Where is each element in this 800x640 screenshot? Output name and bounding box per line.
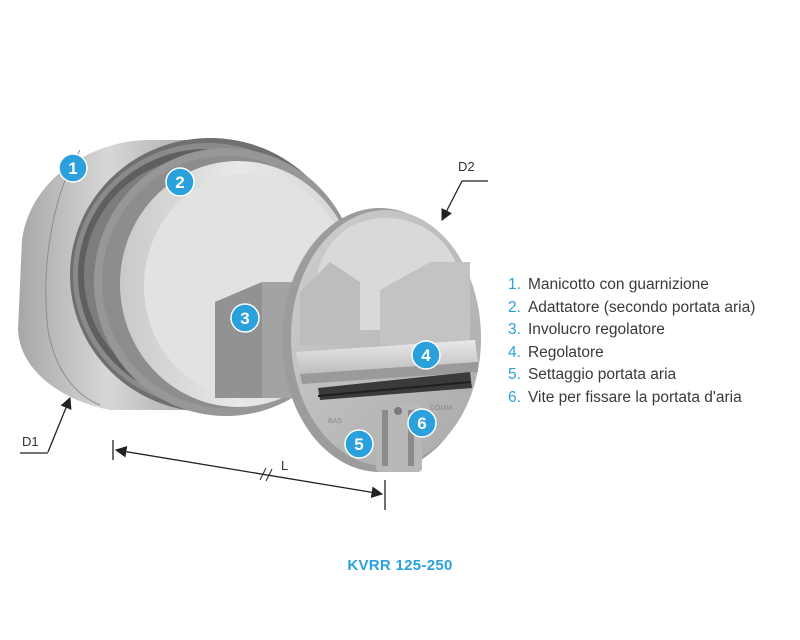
legend-text: Settaggio portata aria xyxy=(527,366,677,383)
regulator-disc: BAS COMM xyxy=(282,208,481,472)
legend-number: 5. xyxy=(508,366,521,383)
legend-number: 3. xyxy=(508,321,521,338)
legend-text: Involucro regolatore xyxy=(527,321,665,338)
svg-text:2: 2 xyxy=(175,173,184,192)
legend-number: 2. xyxy=(508,298,521,316)
svg-text:3: 3 xyxy=(240,309,249,328)
parts-legend: 1. Manicotto con guarnizione 2. Adattatore… xyxy=(508,274,755,409)
svg-text:5: 5 xyxy=(354,435,363,454)
legend-number: 1. xyxy=(508,276,521,293)
callout-2: 2 xyxy=(165,167,195,197)
model-caption: KVRR 125-250 xyxy=(347,557,453,574)
legend-item: 1. Manicotto con guarnizione xyxy=(508,274,755,297)
svg-text:4: 4 xyxy=(421,346,431,365)
callout-4: 4 xyxy=(411,340,441,370)
callout-6: 6 xyxy=(407,408,437,438)
dim-l-label: L xyxy=(281,458,288,473)
dimension-l: L xyxy=(112,440,386,510)
legend-item: 6. Vite per fissare la portata d'aria xyxy=(508,387,755,410)
legend-item: 5. Settaggio portata aria xyxy=(508,364,755,387)
callout-5: 5 xyxy=(344,429,374,459)
dimension-d1: D1 xyxy=(20,396,72,454)
legend-text: Manicotto con guarnizione xyxy=(527,276,709,293)
legend-number: 4. xyxy=(508,343,521,361)
svg-text:1: 1 xyxy=(68,159,77,178)
legend-item: 4. Regolatore xyxy=(508,342,755,365)
legend-item: 2. Adattatore (secondo portata aria) xyxy=(508,297,755,320)
svg-text:6: 6 xyxy=(417,414,426,433)
blade-slot xyxy=(317,372,472,400)
legend-text: Vite per fissare la portata d'aria xyxy=(527,388,742,406)
callout-1: 1 xyxy=(58,153,88,183)
dimension-d2: D2 xyxy=(441,159,488,222)
label-bas: BAS xyxy=(328,418,342,425)
callout-3: 3 xyxy=(230,303,260,333)
legend-number: 6. xyxy=(508,388,521,406)
label-comm: COMM xyxy=(430,405,452,412)
dim-d2-label: D2 xyxy=(458,159,475,174)
legend-item: 3. Involucro regolatore xyxy=(508,319,755,342)
dim-d1-label: D1 xyxy=(22,434,39,449)
legend-text: Adattatore (secondo portata aria) xyxy=(527,298,756,316)
legend-text: Regolatore xyxy=(527,343,604,361)
